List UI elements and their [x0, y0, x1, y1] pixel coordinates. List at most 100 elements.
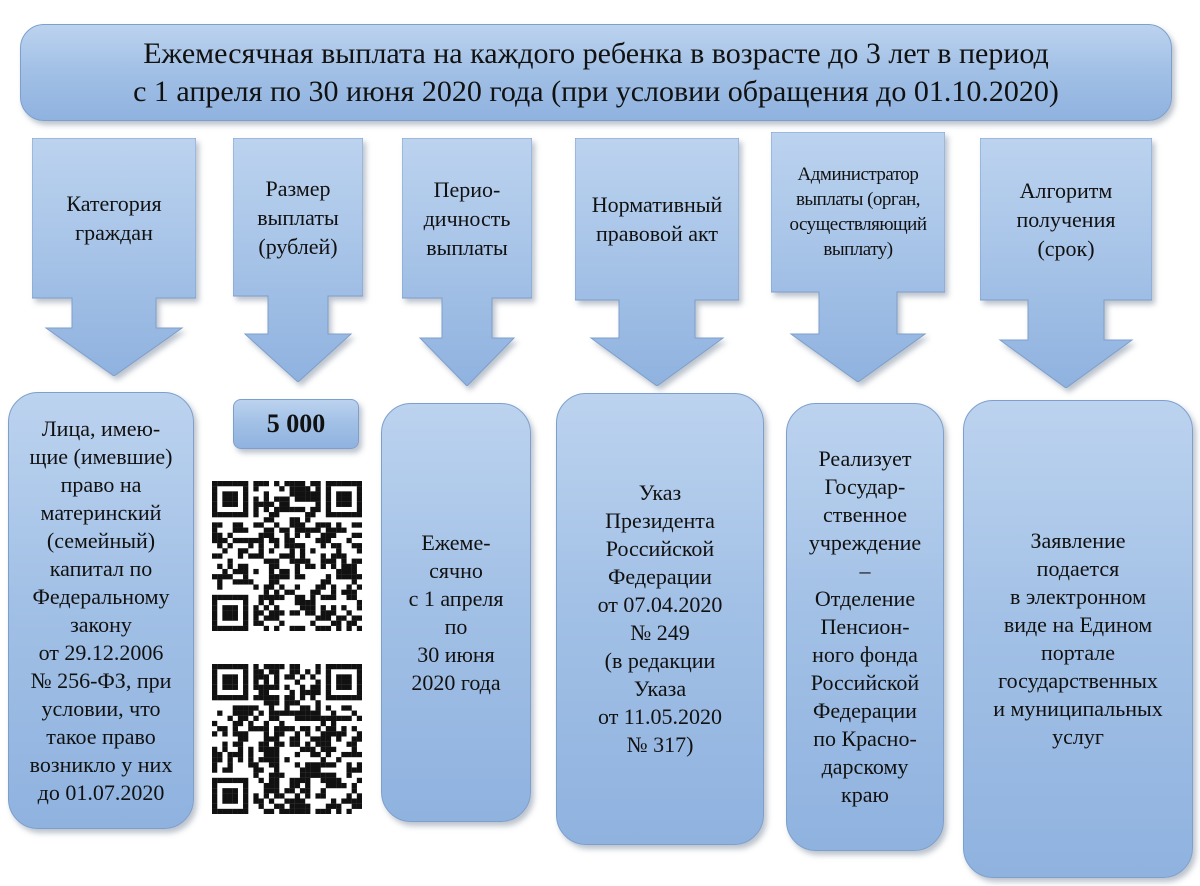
- qr-module: [227, 684, 233, 690]
- administrator-header-line-2: выплаты (орган,: [795, 189, 921, 210]
- qr-module: [289, 700, 295, 706]
- qr-module: [217, 751, 223, 758]
- qr-module: [284, 589, 290, 595]
- qr-module: [351, 512, 357, 518]
- qr-module: [232, 710, 238, 716]
- qr-module: [212, 798, 218, 804]
- qr-code-bottom[interactable]: [212, 664, 362, 814]
- qr-module: [222, 741, 228, 747]
- qr-module: [237, 715, 244, 721]
- qr-module: [315, 679, 321, 685]
- qr-module: [315, 589, 321, 595]
- qr-module: [330, 553, 337, 559]
- qr-module: [248, 543, 254, 549]
- qr-module: [237, 481, 244, 487]
- qr-module: [237, 741, 244, 747]
- qr-module: [305, 705, 311, 711]
- qr-module: [232, 664, 238, 670]
- qr-module: [263, 584, 269, 590]
- qr-module: [222, 664, 228, 670]
- administrator-line: ного фонда: [812, 642, 918, 667]
- category-line: закону: [70, 611, 132, 637]
- qr-module: [243, 506, 249, 513]
- qr-module: [294, 491, 301, 497]
- qr-module: [217, 522, 223, 528]
- qr-module: [268, 537, 275, 544]
- qr-module: [299, 772, 306, 778]
- qr-module: [356, 496, 362, 502]
- qr-module: [274, 674, 280, 680]
- administrator-line: Пенсион-: [820, 614, 910, 639]
- qr-module: [253, 522, 259, 528]
- qr-module: [351, 741, 357, 747]
- periodicity-line: 2020 года: [411, 669, 501, 695]
- qr-module: [232, 751, 238, 758]
- qr-module: [299, 553, 306, 559]
- qr-module: [341, 605, 347, 611]
- qr-module: [336, 715, 342, 721]
- qr-module: [294, 481, 301, 487]
- qr-module: [263, 695, 269, 701]
- qr-module: [284, 553, 290, 559]
- qr-module: [232, 527, 238, 533]
- qr-module: [222, 767, 228, 773]
- qr-module: [274, 669, 280, 675]
- qr-module: [336, 736, 342, 742]
- qr-module: [232, 568, 238, 575]
- qr-code-top[interactable]: [212, 481, 362, 631]
- qr-module: [294, 669, 301, 675]
- category-line: № 256-ФЗ, при: [30, 667, 172, 693]
- qr-module: [356, 491, 362, 497]
- administrator-line: Реализует: [818, 446, 912, 471]
- qr-module: [268, 715, 275, 721]
- qr-module: [346, 568, 352, 575]
- administrator-line: Федерации: [813, 698, 917, 723]
- qr-module: [227, 798, 233, 804]
- qr-module: [217, 532, 223, 538]
- legal-act-header-line-1: Нормативный: [591, 192, 723, 217]
- qr-module: [227, 788, 233, 794]
- qr-module: [268, 777, 275, 784]
- qr-module: [279, 568, 285, 575]
- qr-module: [212, 481, 218, 487]
- qr-module: [217, 553, 223, 559]
- qr-module: [336, 522, 342, 528]
- qr-module: [315, 501, 321, 507]
- qr-module: [341, 679, 347, 685]
- qr-module: [341, 615, 347, 621]
- qr-module: [305, 777, 311, 784]
- qr-module: [237, 695, 244, 701]
- qr-module: [351, 751, 357, 758]
- qr-module: [330, 605, 337, 611]
- qr-module: [232, 522, 238, 528]
- qr-module: [258, 543, 264, 549]
- qr-module: [315, 527, 321, 533]
- qr-module: [320, 731, 326, 737]
- qr-module: [289, 589, 295, 595]
- qr-module: [268, 736, 275, 742]
- qr-module: [289, 695, 295, 701]
- qr-module: [258, 674, 264, 680]
- qr-module: [336, 553, 342, 559]
- qr-module: [299, 558, 306, 564]
- qr-module: [294, 793, 301, 799]
- qr-module: [356, 715, 362, 721]
- qr-module: [356, 695, 362, 701]
- qr-module: [325, 731, 332, 737]
- qr-module: [320, 720, 326, 727]
- qr-module: [356, 599, 362, 606]
- qr-module: [330, 710, 337, 716]
- qr-module: [320, 808, 326, 814]
- qr-module: [222, 793, 228, 799]
- qr-module: [330, 543, 337, 549]
- qr-module: [346, 610, 352, 616]
- qr-module: [263, 594, 269, 601]
- qr-module: [356, 481, 362, 487]
- qr-module: [346, 664, 352, 670]
- qr-module: [320, 615, 326, 621]
- qr-module: [299, 543, 306, 549]
- qr-module: [284, 532, 290, 538]
- algorithm-header-line-1: Алгоритм: [1019, 177, 1113, 203]
- qr-module: [227, 625, 233, 631]
- qr-module: [243, 731, 249, 737]
